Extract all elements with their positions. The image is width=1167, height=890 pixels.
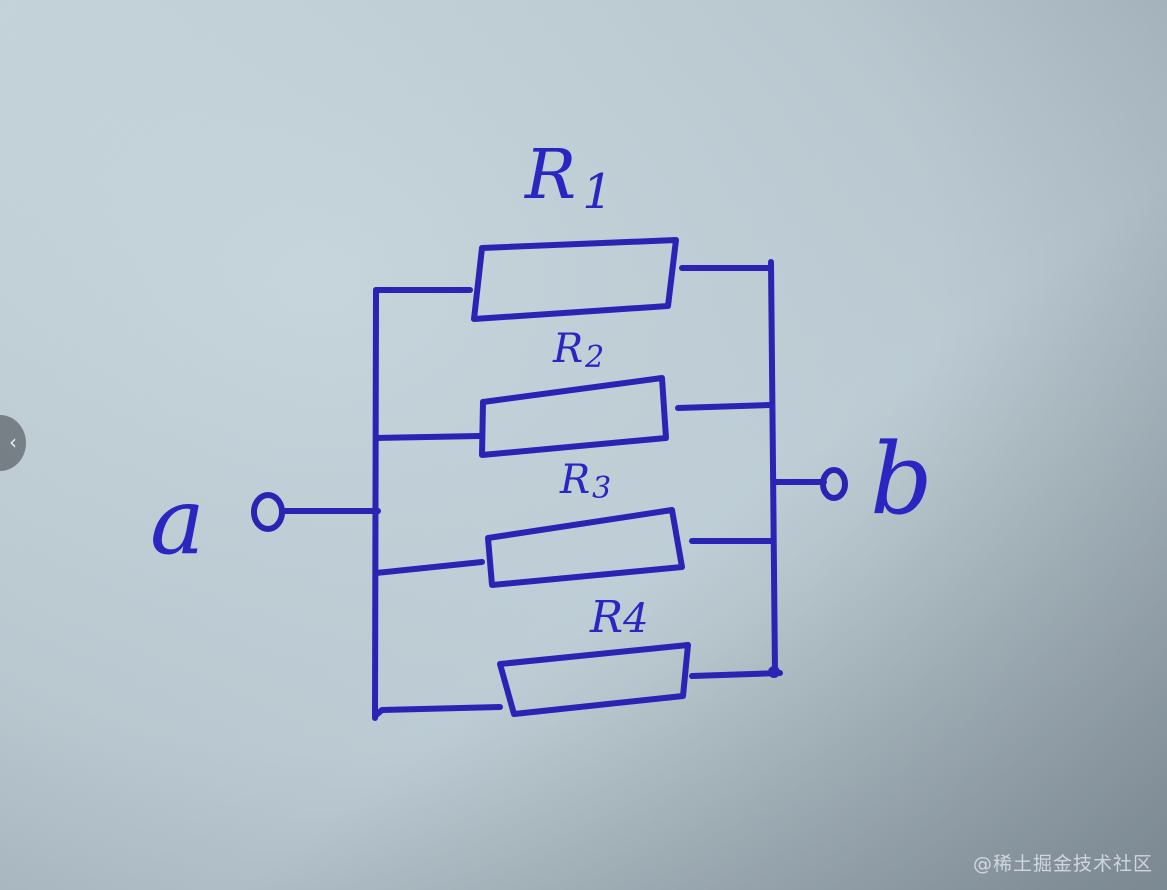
r4-right-wire — [689, 670, 783, 679]
resistor-r3-label: R3 — [559, 457, 611, 506]
resistor-r4-label: R4 — [589, 592, 649, 643]
resistor-r2 — [479, 375, 669, 458]
resistor-branch-r3: R3 — [373, 457, 774, 588]
r3-left-wire — [373, 559, 485, 576]
resistor-r1 — [471, 237, 679, 322]
right-bus-wire — [768, 259, 778, 676]
resistor-r3 — [485, 507, 685, 588]
chevron-left-icon: ‹ — [9, 430, 17, 454]
r4-left-wire — [372, 704, 503, 719]
left-bus-wire — [372, 287, 379, 721]
terminal-a-label: a — [150, 468, 205, 575]
r4-junction-dot — [768, 666, 780, 678]
terminal-a-node — [251, 492, 285, 532]
r2-right-wire — [675, 402, 773, 411]
terminal-b: b — [773, 423, 933, 537]
watermark: @稀土掘金技术社区 — [972, 853, 1153, 875]
r2-left-wire — [373, 433, 483, 441]
resistor-r2-label: R2 — [552, 326, 604, 375]
terminal-a: a — [150, 468, 381, 575]
terminal-b-node — [820, 467, 848, 501]
terminal-b-label: b — [870, 423, 933, 537]
resistor-r4 — [497, 642, 691, 717]
resistor-branch-r4: R4 — [372, 592, 783, 719]
resistor-branch-r2: R2 — [373, 326, 773, 458]
